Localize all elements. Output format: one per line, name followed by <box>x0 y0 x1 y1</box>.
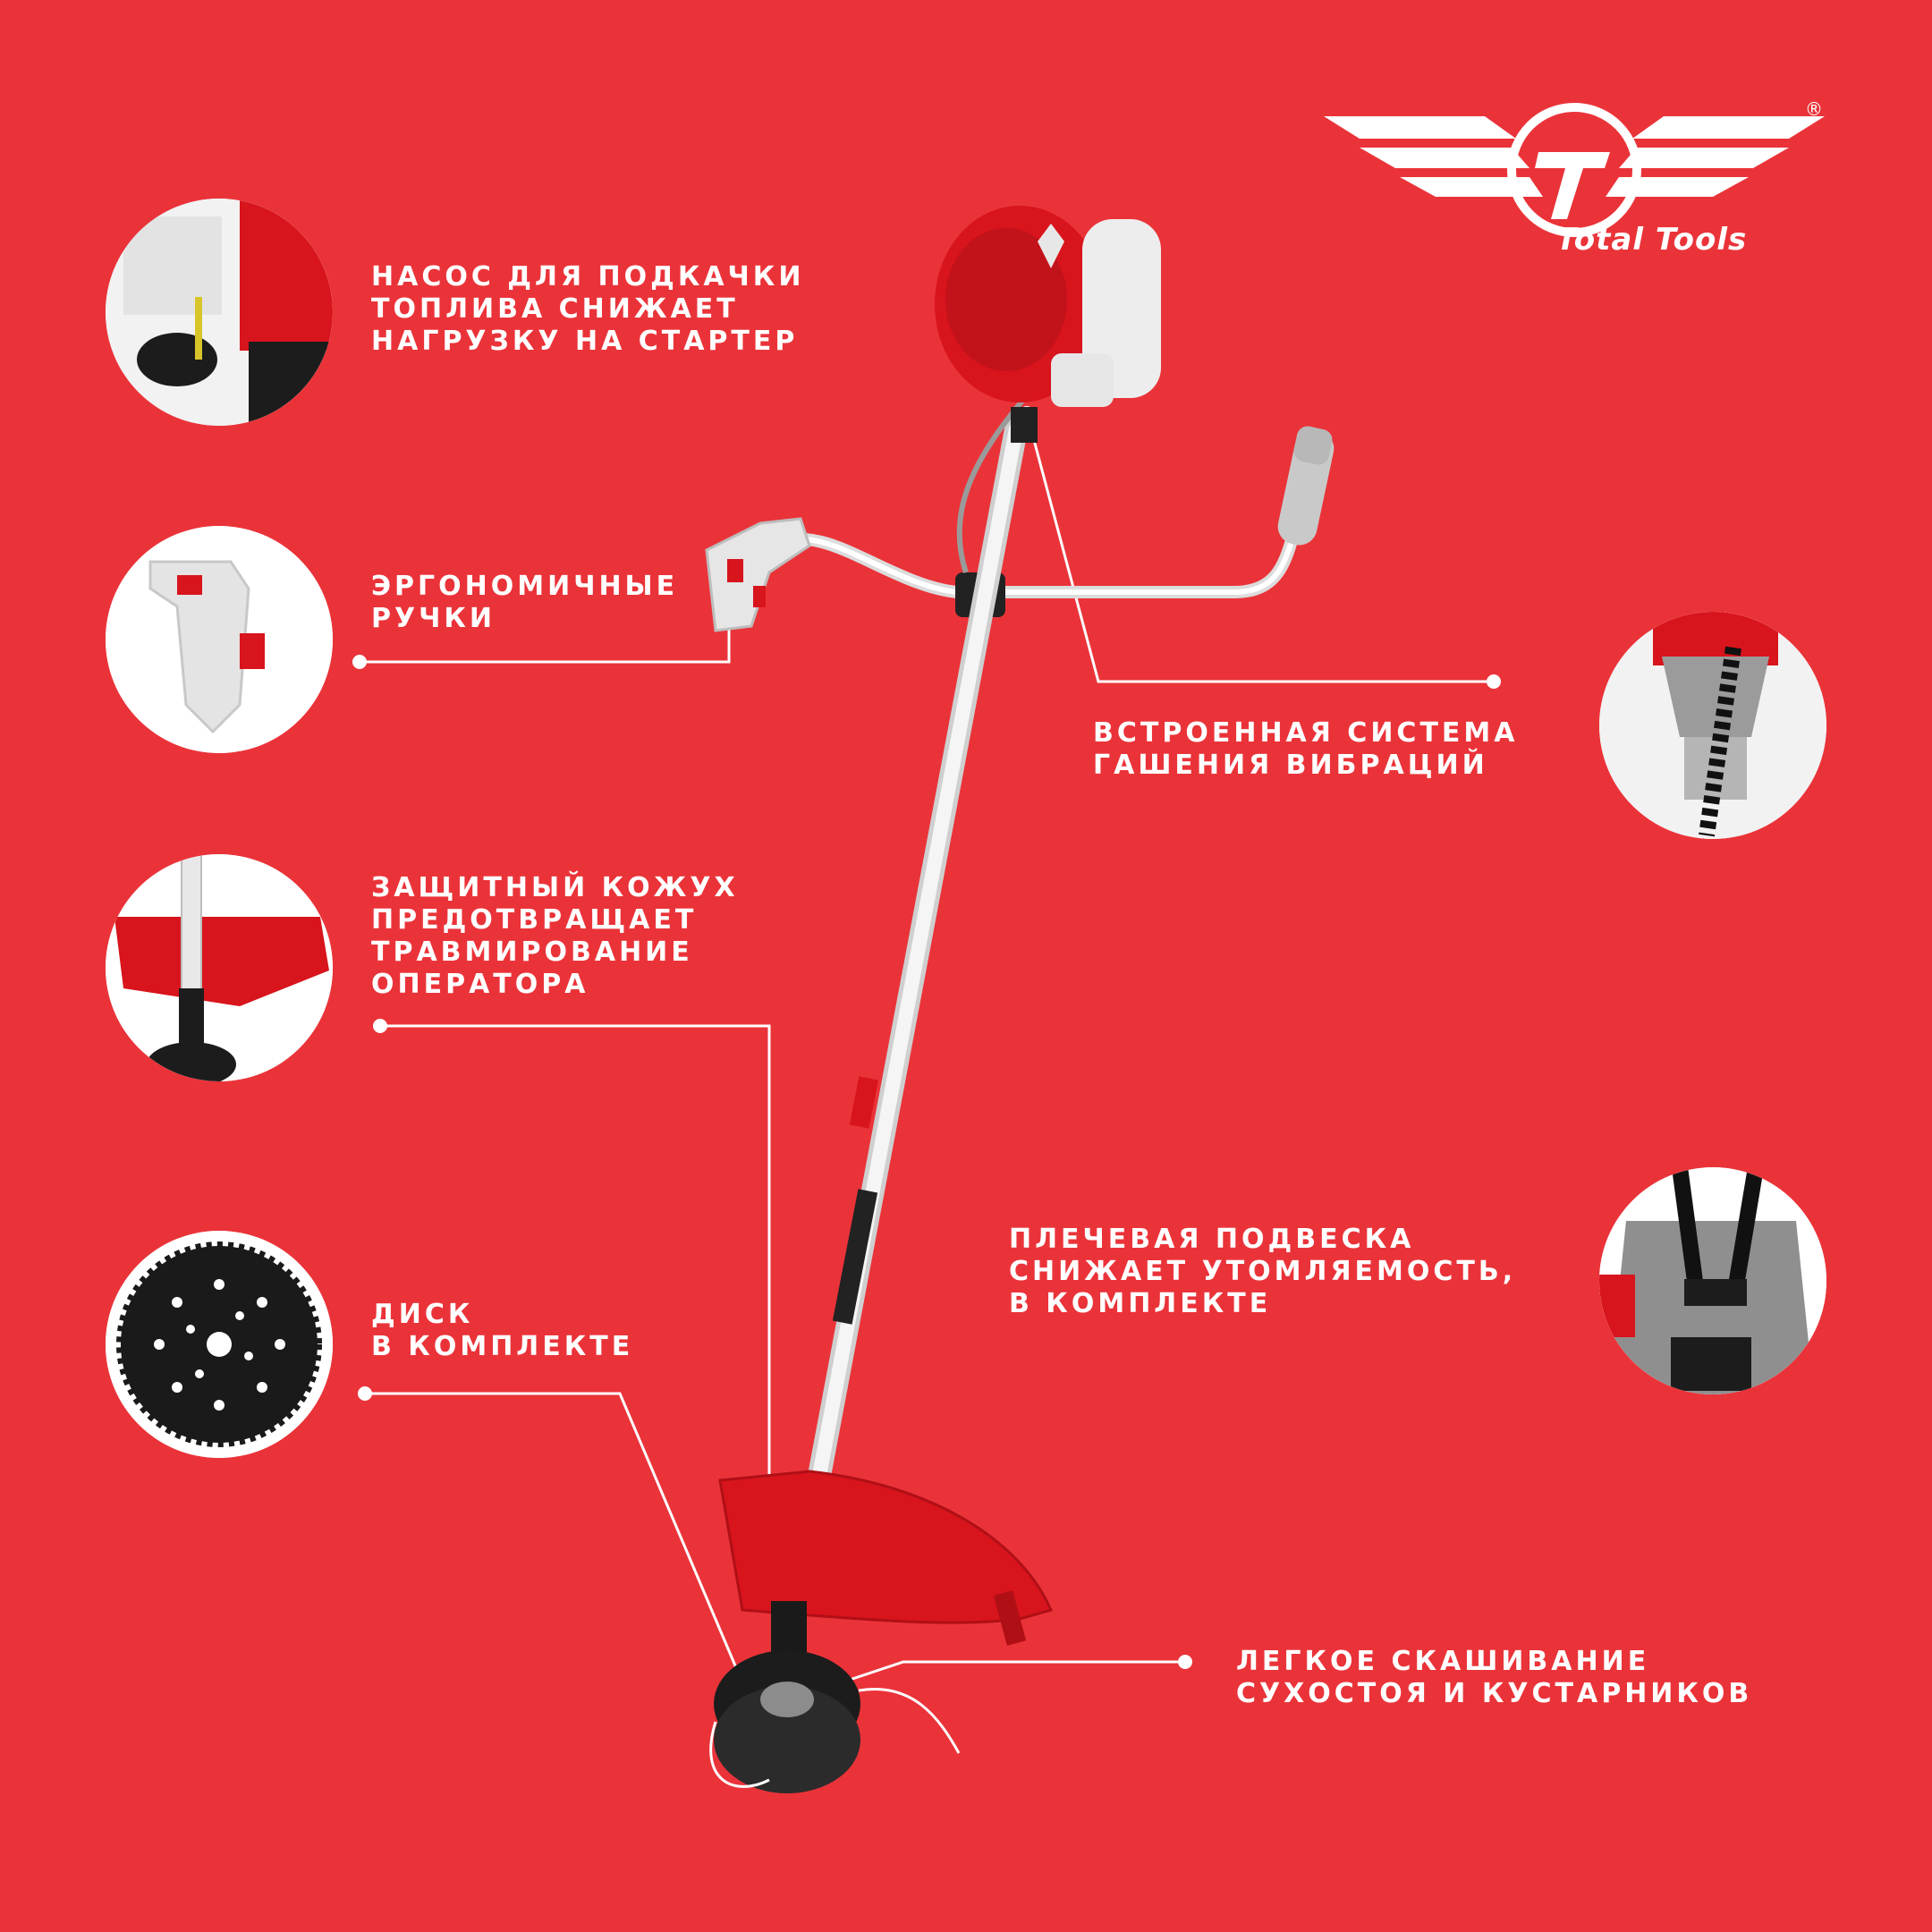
feature-line: НАГРУЗКУ НА СТАРТЕР <box>371 326 799 357</box>
feature-line: ОПЕРАТОРА <box>371 969 589 1000</box>
engine <box>935 206 1161 443</box>
feature-line: ЛЕГКОЕ СКАШИВАНИЕ <box>1236 1646 1650 1677</box>
vibration-damper-spring-photo <box>1599 612 1826 839</box>
safety-guard <box>718 1470 1054 1646</box>
feature-line: СНИЖАЕТ УТОМЛЯЕМОСТЬ, <box>1009 1256 1517 1287</box>
callout-disc-line <box>365 1392 751 1700</box>
safety-guard-photo <box>106 854 333 1081</box>
feature-guard-text: ЗАЩИТНЫЙ КОЖУХ ПРЕДОТВРАЩАЕТ ТРАВМИРОВАН… <box>371 872 739 1001</box>
harness-photo <box>1599 1167 1826 1394</box>
brand-name: Total Tools <box>1556 222 1748 258</box>
feature-line: В КОМПЛЕКТЕ <box>1009 1288 1272 1319</box>
registered-mark: ® <box>1805 98 1823 120</box>
feature-line: ЭРГОНОМИЧНЫЕ <box>371 571 679 602</box>
trimmer-head <box>709 1601 961 1793</box>
tt-winged-logo-icon <box>1324 103 1825 237</box>
callout-dot <box>1178 1655 1192 1669</box>
feature-fuel-pump-text: НАСОС ДЛЯ ПОДКАЧКИ ТОПЛИВА СНИЖАЕТ НАГРУ… <box>371 261 804 358</box>
fuel-pump-photo <box>106 199 333 426</box>
feature-line: РУЧКИ <box>371 603 496 634</box>
feature-disc-text: ДИСК В КОМПЛЕКТЕ <box>371 1299 633 1363</box>
callout-dot <box>373 1019 387 1033</box>
feature-line: ТРАВМИРОВАНИЕ <box>371 936 693 968</box>
handle-grip-photo <box>106 526 333 753</box>
handlebar <box>705 426 1335 632</box>
callout-vibration-line <box>1025 412 1494 683</box>
callout-guard-line <box>380 1024 771 1516</box>
feature-line: ДИСК <box>371 1299 474 1330</box>
brand-logo <box>1324 103 1825 237</box>
feature-vibration-text: ВСТРОЕННАЯ СИСТЕМА ГАШЕНИЯ ВИБРАЦИЙ <box>1093 717 1518 782</box>
feature-handles-text: ЭРГОНОМИЧНЫЕ РУЧКИ <box>371 571 678 635</box>
feature-line: В КОМПЛЕКТЕ <box>371 1331 634 1362</box>
feature-line: СУХОСТОЯ И КУСТАРНИКОВ <box>1236 1678 1753 1709</box>
feature-line: ПРЕДОТВРАЩАЕТ <box>371 904 698 936</box>
feature-line: ТОПЛИВА СНИЖАЕТ <box>371 293 739 325</box>
feature-harness-text: ПЛЕЧЕВАЯ ПОДВЕСКА СНИЖАЕТ УТОМЛЯЕМОСТЬ, … <box>1009 1224 1516 1320</box>
cutting-disc-photo <box>106 1231 333 1458</box>
fuel-primer-bulb-photo <box>106 199 333 426</box>
feature-line: ВСТРОЕННАЯ СИСТЕМА <box>1093 717 1519 749</box>
guard-photo <box>106 854 333 1081</box>
callout-dot <box>358 1386 372 1401</box>
shoulder-harness-photo <box>1599 1167 1826 1394</box>
callout-dot <box>1487 674 1501 689</box>
feature-line: НАСОС ДЛЯ ПОДКАЧКИ <box>371 261 805 292</box>
feature-line: ГАШЕНИЯ ВИБРАЦИЙ <box>1093 750 1488 781</box>
shaft <box>779 392 1031 1640</box>
feature-mowing-text: ЛЕГКОЕ СКАШИВАНИЕ СУХОСТОЯ И КУСТАРНИКОВ <box>1236 1646 1752 1710</box>
callout-dot <box>352 655 367 669</box>
handles-photo <box>106 526 333 753</box>
disc-photo <box>106 1231 333 1458</box>
vibration-photo <box>1599 612 1826 839</box>
feature-line: ПЛЕЧЕВАЯ ПОДВЕСКА <box>1009 1224 1415 1255</box>
feature-line: ЗАЩИТНЫЙ КОЖУХ <box>371 872 739 903</box>
